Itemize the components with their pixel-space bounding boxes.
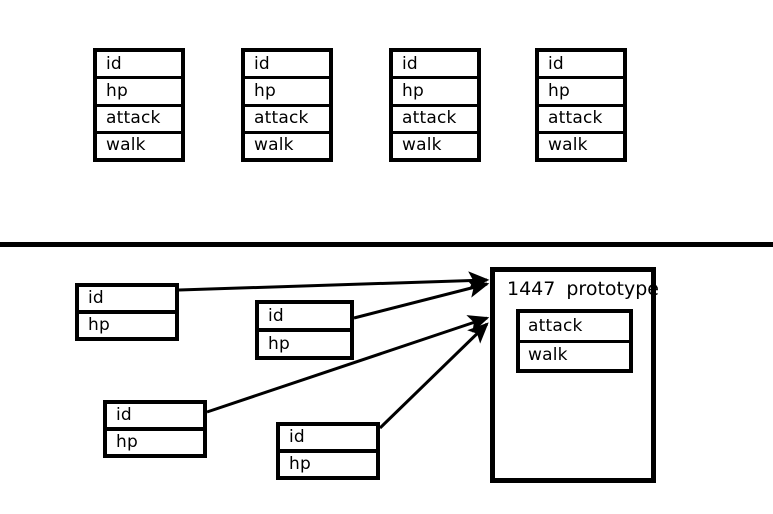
section-divider <box>0 242 773 247</box>
field-row-walk: walk <box>520 342 629 369</box>
field-row-id: id <box>259 304 350 332</box>
field-row-attack: attack <box>97 106 181 134</box>
arrow-instance-1-to-prototype <box>178 271 490 292</box>
prototype-header: 1447 prototype <box>507 280 659 299</box>
field-row-id: id <box>79 287 175 314</box>
field-row-hp: hp <box>280 453 376 476</box>
field-row-hp: hp <box>539 79 623 107</box>
field-row-walk: walk <box>393 133 477 158</box>
field-row-id: id <box>393 52 477 80</box>
arrow-instance-2-to-prototype <box>353 279 490 320</box>
field-row-id: id <box>245 52 329 80</box>
field-row-attack: attack <box>520 313 629 343</box>
arrow-instance-4-to-prototype <box>378 322 489 430</box>
prototype-id-label: 1447 <box>507 278 556 300</box>
field-row-hp: hp <box>107 431 203 454</box>
field-row-hp: hp <box>245 79 329 107</box>
field-row-attack: attack <box>245 106 329 134</box>
field-row-attack: attack <box>393 106 477 134</box>
field-row-hp: hp <box>259 332 350 356</box>
field-row-id: id <box>539 52 623 80</box>
field-row-id: id <box>107 404 203 431</box>
field-row-id: id <box>97 52 181 80</box>
field-row-walk: walk <box>97 133 181 158</box>
field-row-hp: hp <box>79 314 175 337</box>
field-row-walk: walk <box>539 133 623 158</box>
field-row-walk: walk <box>245 133 329 158</box>
field-row-id: id <box>280 426 376 453</box>
field-row-hp: hp <box>97 79 181 107</box>
prototype-title-label: prototype <box>566 278 659 300</box>
field-row-attack: attack <box>539 106 623 134</box>
field-row-hp: hp <box>393 79 477 107</box>
